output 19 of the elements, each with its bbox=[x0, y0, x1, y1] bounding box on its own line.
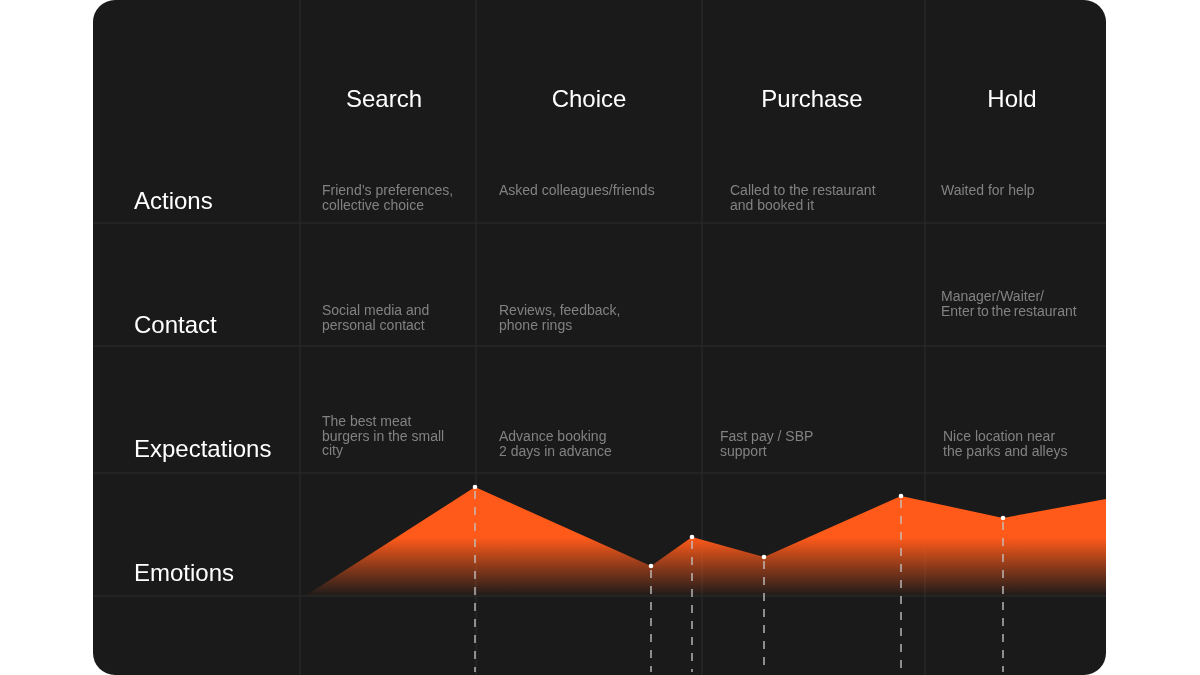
stage-heading: Hold bbox=[987, 85, 1037, 113]
cell-text: Reviews, feedback, phone rings bbox=[499, 303, 622, 332]
row-heading: Expectations bbox=[134, 435, 272, 463]
cell-text: Nice location near the parks and alleys bbox=[943, 429, 1069, 458]
row-heading: Emotions bbox=[134, 559, 235, 587]
cell-text: Called to the restaurant and booked it bbox=[730, 183, 877, 212]
row-heading: Contact bbox=[134, 311, 217, 339]
cell-text: Waited for help bbox=[941, 183, 1036, 198]
stage-heading: Purchase bbox=[761, 85, 863, 113]
cell-text: Fast pay / SBP support bbox=[720, 429, 815, 458]
cell-text: Asked colleagues/friends bbox=[499, 183, 656, 198]
stage-heading: Search bbox=[346, 85, 422, 113]
cell-text: Friend’s preferences, collective choice bbox=[322, 183, 455, 212]
cell-text: The best meat burgers in the small city bbox=[322, 414, 446, 458]
cell-text: Social media and personal contact bbox=[322, 303, 431, 332]
cell-text: Manager/Waiter/ Enter to the restaurant bbox=[941, 289, 1078, 318]
cell-text: Advance booking 2 days in advance bbox=[499, 429, 613, 458]
row-heading: Actions bbox=[134, 187, 213, 215]
stage-heading: Choice bbox=[551, 85, 627, 113]
